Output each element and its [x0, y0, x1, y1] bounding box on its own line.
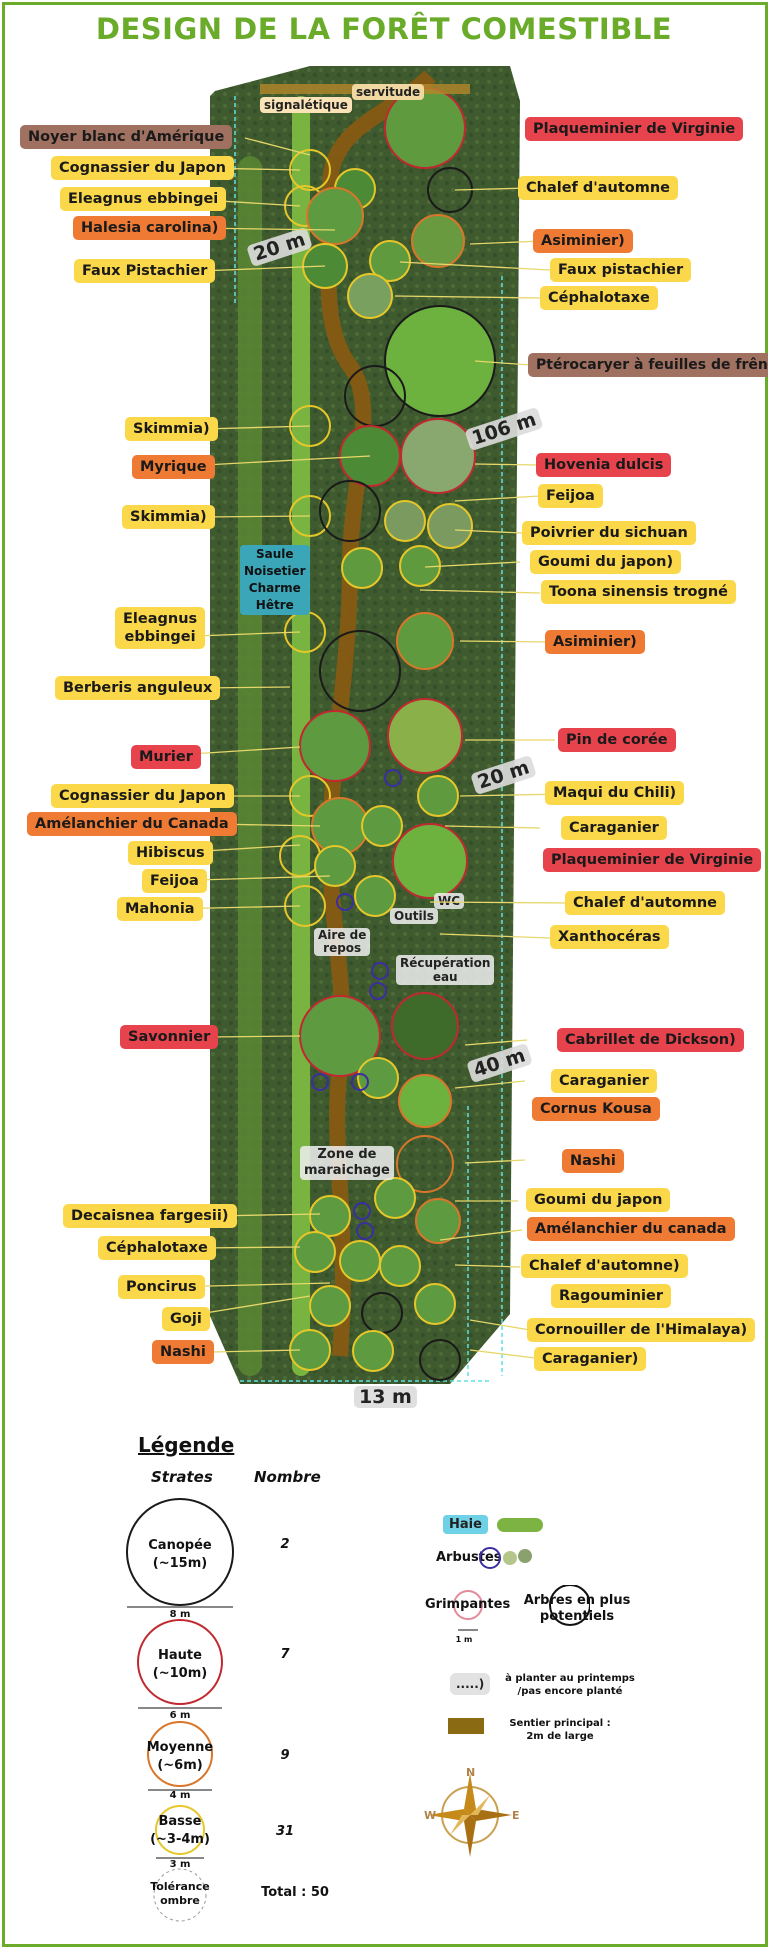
label-hibiscus: Hibiscus — [128, 841, 213, 865]
legend-climbers-label: Grimpantes — [425, 1597, 511, 1612]
label-eleagnus-ebbingei-2: Eleagnus ebbingei — [115, 607, 206, 649]
hedge-species-tag: Saule Noisetier Charme Hêtre — [240, 545, 310, 615]
label-berberis-anguleux: Berberis anguleux — [55, 676, 221, 700]
label-chalef-automne-1: Chalef d'automne — [518, 176, 678, 200]
legend-strata-circles — [126, 1498, 234, 1922]
label-nashi-left: Nashi — [152, 1340, 214, 1364]
page-title: DESIGN DE LA FORÊT COMESTIBLE — [95, 12, 673, 46]
compass-w: W — [424, 1809, 437, 1822]
legend-path-label: Sentier principal : 2m de large — [509, 1718, 611, 1742]
label-faux-pistachier-left: Faux Pistachier — [74, 259, 216, 283]
label-eleagnus-ebbingei-1: Eleagnus ebbingei — [60, 187, 227, 211]
legend-col-strata: Strates — [151, 1468, 213, 1486]
legend-total: Total : 50 — [261, 1885, 329, 1900]
label-feijoa-left: Feijoa — [142, 869, 207, 893]
label-nashi-right: Nashi — [562, 1149, 624, 1173]
strata-low-name: Basse (~3-4m) — [150, 1814, 210, 1847]
strata-high-scale: 6 m — [169, 1710, 191, 1721]
legend-hedge-swatch — [497, 1518, 543, 1532]
legend-pending-label: à planter au printemps /pas encore plant… — [505, 1673, 635, 1697]
legend-climbers-scale: 1 m — [455, 1635, 473, 1644]
legend-potential-trees-label: Arbres en plus potentiels — [523, 1593, 631, 1624]
label-caraganier-2: Caraganier — [551, 1069, 657, 1093]
strata-low-scale: 3 m — [169, 1859, 191, 1870]
strata-canopy-count: 2 — [280, 1537, 290, 1552]
label-noyer-blanc: Noyer blanc d'Amérique — [20, 125, 233, 149]
label-mahonia: Mahonia — [117, 897, 203, 921]
label-goumi-japon-2: Goumi du japon — [526, 1188, 671, 1212]
label-myrique: Myrique — [132, 455, 215, 479]
legend-title: Légende — [138, 1433, 235, 1457]
label-amelanchier-canada-1: Amélanchier du Canada — [27, 812, 237, 836]
label-poncirus: Poncirus — [118, 1275, 205, 1299]
label-xanthoceras: Xanthocéras — [550, 925, 669, 949]
label-plaqueminier-virginie-2: Plaqueminier de Virginie — [543, 848, 762, 872]
legend-climbers-potential-swatches — [453, 1585, 590, 1631]
label-cognassier-japon-1: Cognassier du Japon — [51, 156, 234, 180]
strata-shade-name: Tolérance ombre — [150, 1880, 210, 1907]
label-halesia-carolina: Halesia carolina) — [73, 216, 227, 240]
label-caraganier-3: Caraganier) — [534, 1347, 647, 1371]
width-13m: 13 m — [354, 1386, 417, 1408]
strata-medium-scale: 4 m — [169, 1790, 191, 1801]
label-cornus-kousa: Cornus Kousa — [532, 1097, 660, 1121]
legend-shrubs-label: Arbustes — [436, 1550, 502, 1565]
label-chalef-automne-3: Chalef d'automne) — [521, 1254, 688, 1278]
label-cephalotaxe-left: Céphalotaxe — [98, 1236, 216, 1260]
label-ragouminier: Ragouminier — [551, 1284, 671, 1308]
label-plaqueminier-virginie-1: Plaqueminier de Virginie — [525, 117, 744, 141]
strata-high-count: 7 — [280, 1647, 290, 1662]
strata-high-name: Haute (~10m) — [152, 1648, 208, 1681]
legend-col-count: Nombre — [254, 1468, 321, 1486]
water-tag: Récupération eau — [396, 955, 495, 985]
label-savonnier: Savonnier — [120, 1025, 219, 1049]
legend-hedge-label: Haie — [443, 1515, 488, 1534]
strata-canopy-scale: 8 m — [169, 1609, 191, 1620]
compass-rose — [428, 1773, 512, 1857]
label-cephalotaxe-right: Céphalotaxe — [540, 286, 658, 310]
legend-shrubs-swatch — [479, 1547, 532, 1569]
label-faux-pistachier-right: Faux pistachier — [550, 258, 692, 282]
label-goji: Goji — [162, 1307, 210, 1331]
label-skimmia-2: Skimmia) — [122, 505, 215, 529]
tools-tag: Outils — [390, 908, 438, 924]
strata-low-count: 31 — [275, 1824, 295, 1839]
label-feijoa-right: Feijoa — [538, 484, 603, 508]
legend-path-swatch — [448, 1718, 484, 1734]
label-amelanchier-canada-2: Amélanchier du canada — [527, 1217, 735, 1241]
compass-n: N — [466, 1766, 476, 1779]
signage-tag: signalétique — [260, 97, 352, 113]
strata-medium-name: Moyenne (~6m) — [146, 1740, 214, 1773]
label-asiminier-2: Asiminier) — [545, 630, 645, 654]
tree-circles — [279, 87, 496, 1381]
label-asiminier-1: Asiminier) — [533, 229, 633, 253]
strata-canopy-name: Canopée (~15m) — [148, 1538, 212, 1571]
garden-map — [210, 66, 520, 1384]
market-garden-tag: Zone de maraichage — [300, 1146, 394, 1180]
label-pin-coree: Pin de corée — [558, 728, 676, 752]
easement-tag: servitude — [352, 84, 425, 100]
legend-pending-chip: .....) — [450, 1673, 491, 1695]
strata-medium-count: 9 — [280, 1748, 290, 1763]
wc-tag: WC — [434, 893, 465, 909]
label-caraganier-1: Caraganier — [561, 816, 667, 840]
label-maqui-chili: Maqui du Chili) — [545, 781, 685, 805]
label-chalef-automne-2: Chalef d'automne — [565, 891, 725, 915]
compass-e: E — [512, 1809, 520, 1822]
label-skimmia-1: Skimmia) — [125, 417, 218, 441]
label-cornouiller-himalaya: Cornouiller de l'Himalaya) — [527, 1318, 756, 1342]
label-decaisnea-fargesii: Decaisnea fargesii) — [63, 1204, 237, 1228]
label-toona-sinensis: Toona sinensis trogné — [541, 580, 736, 604]
label-hovenia-dulcis: Hovenia dulcis — [536, 453, 672, 477]
label-murier: Murier — [131, 745, 201, 769]
label-cabrillet-dickson: Cabrillet de Dickson) — [557, 1028, 744, 1052]
label-cognassier-japon-2: Cognassier du Japon — [51, 784, 234, 808]
rest-area-tag: Aire de repos — [314, 928, 371, 956]
label-goumi-japon-1: Goumi du japon) — [530, 550, 682, 574]
label-poivrier-sichuan: Poivrier du sichuan — [522, 521, 696, 545]
label-pterocaryer: Ptérocaryer à feuilles de frêne — [528, 353, 768, 377]
